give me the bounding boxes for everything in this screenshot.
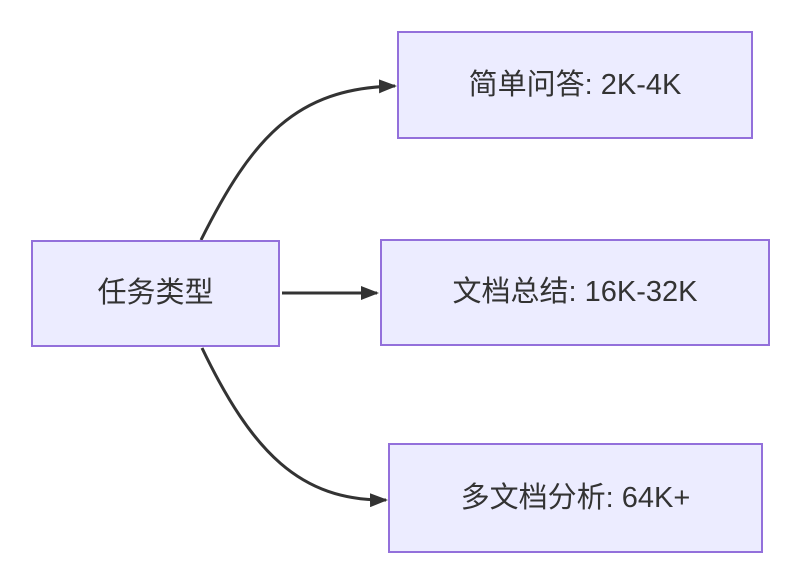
edge-root-to-multi [200,347,388,508]
node-doc-summary-label: 文档总结: 16K-32K [452,276,698,309]
node-simple-qa-label: 简单问答: 2K-4K [468,68,682,101]
edge-root-to-qa [199,79,397,241]
node-task-type-label: 任务类型 [97,277,214,310]
node-multi-doc-analysis-label: 多文档分析: 64K+ [460,481,691,514]
node-doc-summary: 文档总结: 16K-32K [380,239,770,346]
node-simple-qa: 简单问答: 2K-4K [397,31,753,139]
node-task-type: 任务类型 [31,240,280,347]
node-multi-doc-analysis: 多文档分析: 64K+ [388,443,763,553]
